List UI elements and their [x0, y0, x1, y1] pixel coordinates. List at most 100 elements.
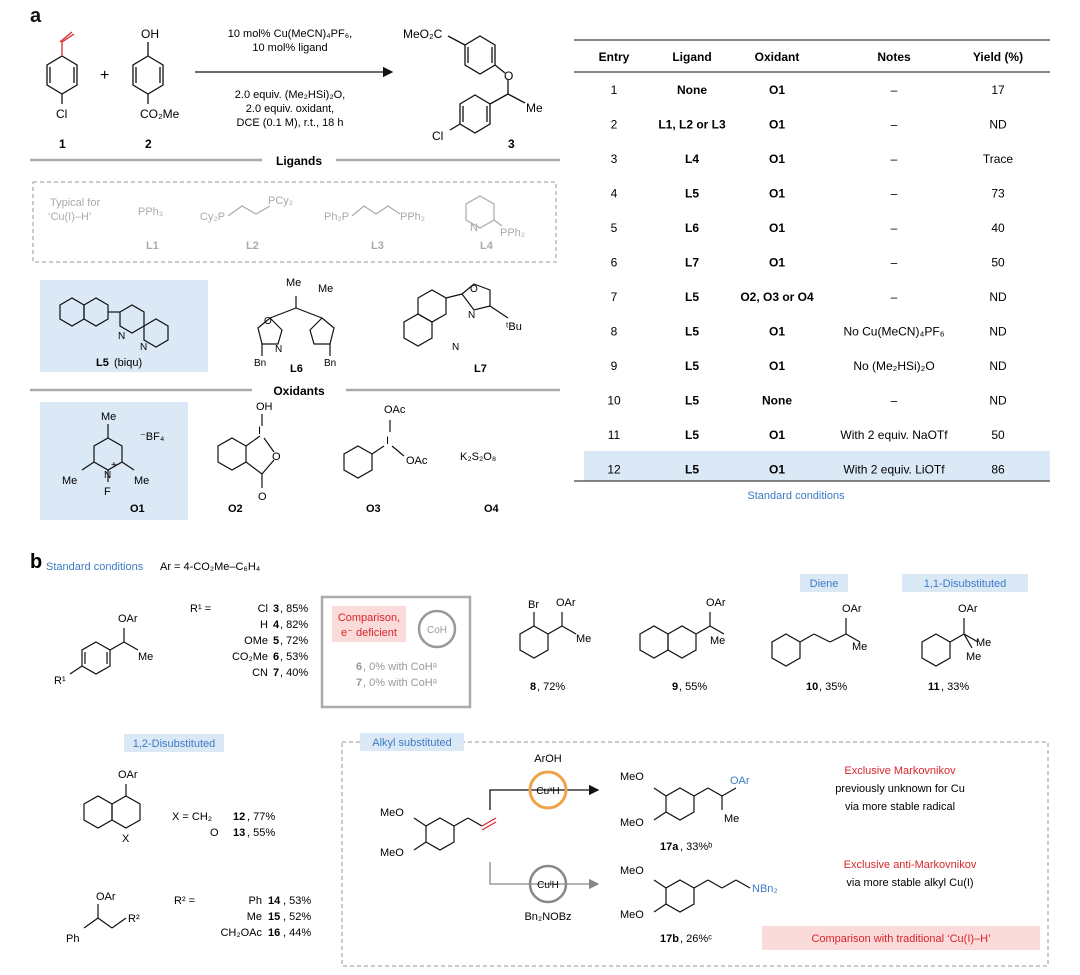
r1-yield: , 85% [280, 603, 308, 615]
table-cell: 86 [991, 463, 1005, 477]
r2-sub-label: R² [128, 913, 140, 925]
alkyl-tag-bg [360, 733, 464, 751]
cuxh-cycle-icon [528, 770, 568, 810]
table-cell: O1 [769, 428, 785, 442]
table-cell: Trace [983, 152, 1014, 166]
l7-label: L7 [474, 363, 487, 375]
l7-o: O [470, 284, 478, 295]
l7-n2: N [452, 342, 459, 353]
table-cell: – [891, 394, 898, 408]
comparison-cmpd-7: 7 [356, 677, 362, 689]
o4-formula: K₂S₂O₈ [460, 451, 496, 463]
table-cell: No (Me₂HSi)₂O [853, 359, 934, 373]
chroman-row2-yield: , 55% [247, 827, 275, 839]
table-header-cell: Notes [877, 50, 911, 64]
disub12-tag-bg [124, 734, 224, 752]
table-cell: 4 [611, 187, 618, 201]
chroman-structure [83, 784, 141, 829]
compound-1-label: 1 [59, 137, 66, 151]
table-cell: – [891, 187, 898, 201]
typical-line1: Typical for [50, 197, 100, 209]
r1-substituent: CO₂Me [232, 651, 268, 663]
table-cell: 17 [991, 83, 1005, 97]
r1-compound-number: 5 [273, 635, 279, 647]
markovnikov-arrow [489, 784, 600, 810]
typical-ligand-skeletons [227, 195, 503, 229]
product-17b-structure [653, 879, 751, 913]
compound-2-label: 2 [145, 137, 152, 151]
c8-me: Me [576, 633, 591, 645]
p17a-cmpd: 17a [660, 841, 679, 853]
compound-8-structure [519, 612, 577, 659]
o1-n: N [104, 470, 111, 481]
table-cell: With 2 equiv. NaOTf [840, 428, 948, 442]
o1-highlight-box [40, 402, 188, 520]
anti-markovnikov-line2: via more stable alkyl Cu(I) [846, 877, 973, 889]
c9-oar: OAr [706, 597, 726, 609]
table-cell: 9 [611, 359, 618, 373]
r1-yield: , 40% [280, 667, 308, 679]
product-17a-structure [653, 787, 737, 821]
table-cell: O1 [769, 83, 785, 97]
l6-n: N [275, 344, 282, 355]
cond-below-1: 2.0 equiv. (Me₂HSi)₂O, [235, 89, 345, 101]
table-header-cell: Ligand [672, 50, 711, 64]
table-cell: O1 [769, 359, 785, 373]
p17a-oar: OAr [730, 775, 750, 787]
disub11-tag-bg [902, 574, 1028, 592]
table-cell: – [891, 83, 898, 97]
l6-label: L6 [290, 363, 303, 375]
c11-me1: Me [976, 637, 991, 649]
table-cell: L1, L2 or L3 [658, 118, 726, 132]
table-cell: With 2 equiv. LiOTf [843, 463, 945, 477]
disub12-tag: 1,2-Disubstituted [133, 738, 216, 750]
table-footer: Standard conditions [747, 490, 845, 502]
table-cell: O2, O3 or O4 [740, 290, 814, 304]
table-cell: ND [989, 325, 1007, 339]
traditional-cuh-comparison-bg [762, 926, 1040, 950]
product-o: O [504, 69, 513, 83]
l3-right: PPh₂ [400, 211, 425, 223]
cond-above-1: 10 mol% Cu(MeCN)₄PF₆, [228, 28, 352, 40]
c8-oar: OAr [556, 597, 576, 609]
c11-cmpd: 11 [928, 681, 940, 693]
l6-o: O [264, 316, 272, 327]
r1-oar: OAr [118, 613, 138, 625]
comparison-cmpd-6: 6 [356, 661, 362, 673]
comparison-label-bg [332, 606, 406, 642]
product-3-structure [447, 35, 526, 134]
table-header-cell: Entry [599, 50, 630, 64]
l2-right: PCy₂ [268, 195, 293, 207]
table-highlight-row [584, 451, 1050, 481]
p17b-yield: , 26%ᶜ [680, 933, 712, 945]
table-cell: ND [989, 118, 1007, 132]
panel-a-label: a [30, 5, 42, 27]
compound-11-structure [921, 618, 979, 667]
l1-label: L1 [146, 240, 159, 252]
table-cell: O1 [769, 256, 785, 270]
phenol-oh: OH [141, 27, 159, 41]
r1-sub-label: R¹ [54, 675, 66, 687]
l6-me2: Me [318, 283, 333, 295]
o3-label: O3 [366, 503, 381, 515]
cuih-cycle-icon [528, 864, 568, 904]
o2-ibx-structure [217, 414, 275, 488]
o1-pyridinium-structure [81, 424, 135, 482]
compound-3-label: 3 [508, 137, 515, 151]
table-cell: L5 [685, 187, 699, 201]
table-cell: 5 [611, 221, 618, 235]
o2-oh: OH [256, 401, 273, 413]
table-cell: None [762, 394, 792, 408]
table-cell: 3 [611, 152, 618, 166]
p17b-meo1: MeO [620, 865, 644, 877]
c8-cmpd: 8 [530, 681, 536, 693]
product-ester: MeO₂C [403, 27, 443, 41]
p17a-yield: , 33%ᵇ [680, 841, 712, 853]
table-cell: 10 [607, 394, 621, 408]
substrate-meo2: MeO [380, 847, 404, 859]
cuih-label: CuᴵH [537, 880, 559, 891]
table-cell: ND [989, 359, 1007, 373]
table-cell: – [891, 256, 898, 270]
chroman-oar: OAr [118, 769, 138, 781]
c11-oar: OAr [958, 603, 978, 615]
